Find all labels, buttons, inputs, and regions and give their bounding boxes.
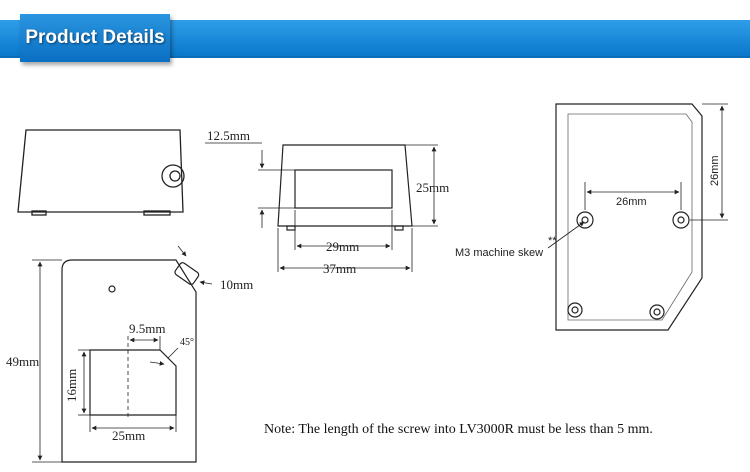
screw-label: M3 machine skew bbox=[455, 247, 543, 259]
side-view bbox=[17, 129, 185, 216]
plan-window bbox=[89, 349, 177, 416]
header-banner: Product Details bbox=[0, 14, 750, 62]
dim-corner-width: 10mm bbox=[220, 277, 253, 292]
lens-outer bbox=[161, 164, 185, 188]
corner-lens bbox=[174, 262, 200, 286]
back-view bbox=[547, 103, 728, 331]
front-window bbox=[294, 169, 393, 209]
dim-body-height: 49mm bbox=[6, 354, 39, 369]
dim-bevel-angle: 45° bbox=[180, 337, 194, 348]
foot-right bbox=[649, 304, 665, 320]
dim-front-height: 25mm bbox=[416, 180, 449, 195]
screw-note: Note: The length of the screw into LV300… bbox=[264, 422, 653, 437]
foot-left bbox=[567, 302, 583, 318]
dim-front-width: 37mm bbox=[323, 261, 356, 276]
plan-view bbox=[32, 245, 213, 463]
header-tab: Product Details bbox=[20, 14, 170, 62]
mount-hole-right bbox=[672, 211, 690, 229]
dim-hole-spacing: 26mm bbox=[616, 196, 647, 208]
dim-top-height: 12.5mm bbox=[207, 128, 250, 143]
indicator-hole bbox=[108, 285, 116, 293]
dim-back-height: 26mm bbox=[709, 155, 721, 186]
dim-window-offset: 9.5mm bbox=[129, 321, 165, 336]
dim-window-height: 16mm bbox=[64, 369, 79, 402]
front-view bbox=[205, 142, 438, 272]
dim-window-base-width: 25mm bbox=[112, 428, 145, 443]
mount-hole-left bbox=[576, 211, 594, 229]
lens-inner bbox=[169, 170, 181, 182]
page-title: Product Details bbox=[25, 27, 165, 48]
dim-window-width: 29mm bbox=[326, 239, 359, 254]
screw-marks: ** bbox=[548, 235, 557, 247]
